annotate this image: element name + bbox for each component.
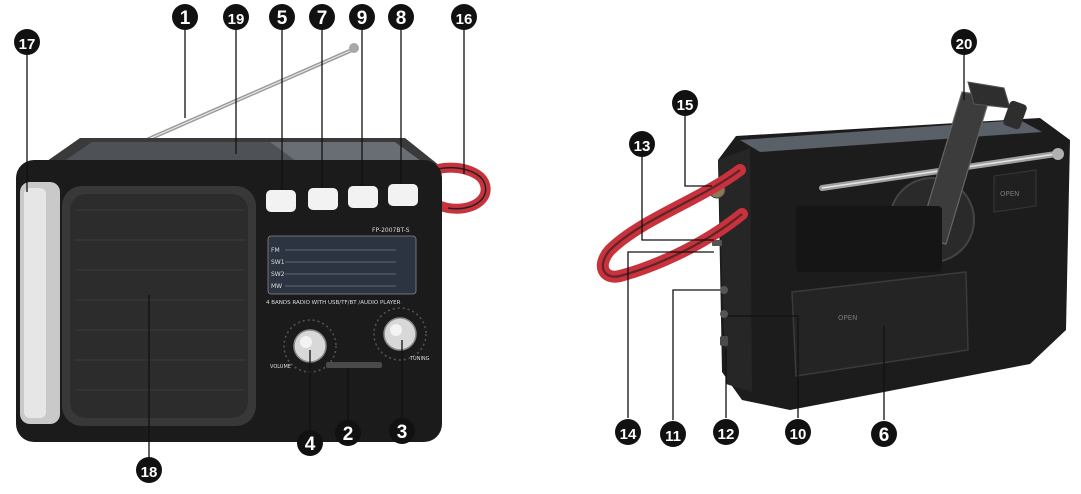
tf-card-slot (720, 286, 728, 294)
svg-text:3: 3 (397, 422, 408, 443)
callout-7: 7 (309, 4, 335, 30)
band-sw2: SW2 (271, 271, 285, 278)
callout-15: 15 (672, 90, 698, 116)
svg-text:7: 7 (317, 8, 328, 29)
previous-button (308, 188, 338, 210)
back-leader-lines (627, 54, 965, 420)
model-label: FP-2007BT-S (372, 227, 410, 234)
play-pause-button (348, 186, 378, 208)
next-button (388, 184, 418, 206)
band-selector (326, 362, 382, 368)
svg-text:12: 12 (718, 426, 735, 443)
callout-6: 6 (871, 421, 897, 447)
front-radio: FP-2007BT-S FM SW1 SW2 MW 4 BANDS RADIO … (16, 43, 491, 442)
svg-text:13: 13 (634, 138, 651, 155)
band-sw1: SW1 (271, 259, 285, 266)
svg-text:10: 10 (790, 426, 807, 443)
callout-20: 20 (951, 29, 977, 55)
callout-10: 10 (785, 419, 811, 445)
battery-cover-open-label: OPEN (838, 314, 857, 322)
callout-2: 2 (335, 420, 361, 446)
callout-19: 19 (223, 4, 249, 30)
callout-14: 14 (615, 419, 641, 445)
svg-text:15: 15 (677, 97, 694, 114)
svg-text:20: 20 (956, 36, 973, 53)
svg-text:8: 8 (396, 8, 407, 29)
svg-text:19: 19 (228, 11, 245, 28)
callout-16: 16 (451, 4, 477, 30)
antenna-tip (349, 43, 359, 53)
volume-label: VOLUME (270, 364, 291, 370)
callout-5: 5 (269, 4, 295, 30)
svg-text:5: 5 (277, 8, 288, 29)
callout-3: 3 (389, 418, 415, 444)
band-fm: FM (271, 247, 280, 254)
earphone-jack (720, 336, 728, 346)
callout-17: 17 (14, 29, 40, 55)
svg-text:18: 18 (141, 464, 158, 481)
band-mw: MW (271, 283, 282, 290)
callout-4: 4 (297, 430, 323, 456)
callout-18: 18 (136, 457, 162, 483)
svg-text:11: 11 (665, 428, 681, 445)
charging-port (720, 310, 728, 318)
svg-text:9: 9 (357, 8, 368, 29)
svg-text:6: 6 (879, 425, 890, 446)
callout-1: 1 (172, 4, 198, 30)
callout-11: 11 (660, 421, 686, 447)
svg-text:1: 1 (180, 8, 191, 29)
svg-text:4: 4 (305, 434, 316, 455)
tuning-display (267, 235, 417, 295)
callout-9: 9 (349, 4, 375, 30)
front-leader-lines (26, 25, 465, 458)
callout-8: 8 (388, 4, 414, 30)
usb-port (712, 240, 722, 246)
callout-13: 13 (629, 131, 655, 157)
callout-12: 12 (713, 419, 739, 445)
battery-cover (791, 271, 969, 377)
svg-text:17: 17 (19, 36, 36, 53)
svg-text:14: 14 (620, 426, 637, 443)
tuning-label: TUNING (409, 356, 430, 362)
top-cover-open-label: OPEN (1000, 190, 1019, 198)
band-description: 4 BANDS RADIO WITH USB/TF/BT /AUDIO PLAY… (266, 300, 401, 306)
svg-text:16: 16 (456, 11, 473, 28)
svg-text:2: 2 (343, 424, 354, 445)
mode-button (266, 190, 296, 212)
callout-badges: 1 19 5 7 9 8 16 17 18 4 2 3 20 15 13 14 … (14, 4, 977, 483)
